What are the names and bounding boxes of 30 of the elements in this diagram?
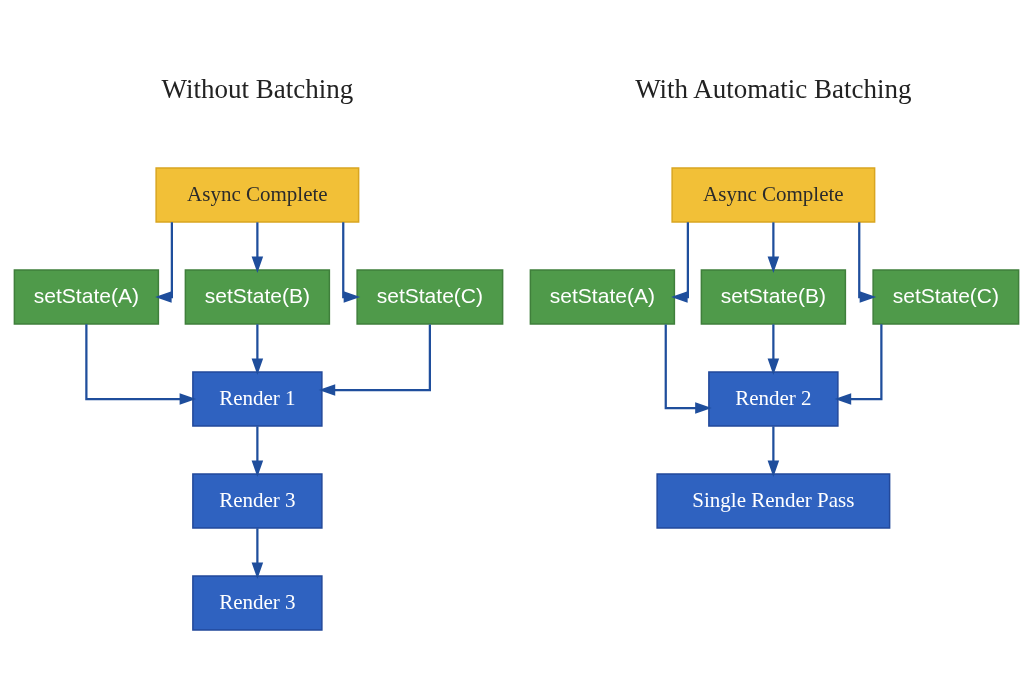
node-box: setState(B) [184,269,331,325]
node-box: setState(C) [872,269,1020,325]
arrow [858,222,877,303]
arrow [671,222,689,303]
arrow [251,426,264,477]
arrow [664,324,712,414]
node-box: Async Complete [155,167,360,223]
node-box: Render 3 [192,575,323,631]
arrow [85,324,197,405]
arrow [251,222,264,273]
arrow [767,222,780,273]
arrow [342,222,361,303]
label: Without Batching [161,74,354,105]
arrow [767,324,780,375]
arrow [251,324,264,375]
node-box: setState(C) [356,269,504,325]
arrow [767,426,780,477]
node-box: Single Render Pass [656,473,891,529]
label: With Automatic Batching [635,74,912,105]
node-box: setState(A) [13,269,160,325]
node-box: setState(B) [700,269,847,325]
node-box: Render 2 [708,371,839,427]
arrow [834,324,883,405]
node-box: Render 1 [192,371,323,427]
node-box: setState(A) [529,269,676,325]
arrow [318,324,431,396]
node-box: Render 3 [192,473,323,529]
arrow [251,528,264,579]
arrow [155,222,173,303]
node-box: Async Complete [671,167,876,223]
